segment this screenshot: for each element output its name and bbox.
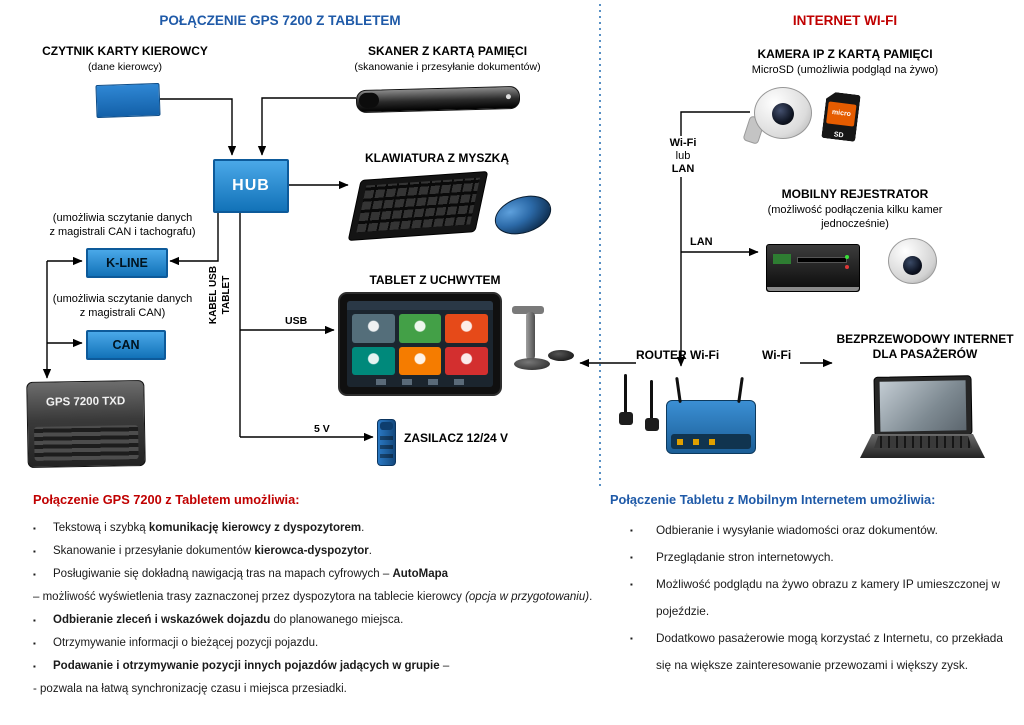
wifi-label: Wi-Fi bbox=[762, 348, 792, 362]
keyboard-title: KLAWIATURA Z MYSZKĄ bbox=[365, 151, 509, 165]
power-adapter-image bbox=[377, 419, 396, 466]
list-item: ▪Odbieranie i wysyłanie wiadomości oraz … bbox=[630, 517, 1008, 544]
list-item: ▪Możliwość podglądu na żywo obrazu z kam… bbox=[630, 571, 1008, 625]
ip-camera-subtitle: MicroSD (umożliwia podgląd na żywo) bbox=[751, 64, 939, 76]
list-item: ▪Tekstową i szybką komunikację kierowcy … bbox=[33, 517, 618, 540]
card-reader-title: CZYTNIK KARTY KIEROWCY bbox=[42, 44, 208, 58]
wifi-or-lan-label: Wi-Fi lub LAN bbox=[658, 136, 708, 177]
gps-device-image: GPS 7200 TXD bbox=[26, 379, 146, 469]
bottom-left-heading: Połączenie GPS 7200 z Tabletem umożliwia… bbox=[33, 492, 300, 507]
passenger-internet-title: BEZPRZEWODOWY INTERNET DLA PASAŻERÓW bbox=[836, 332, 1014, 361]
tablet-holder-image bbox=[506, 306, 576, 372]
card-reader-subtitle: (dane kierowcy) bbox=[87, 61, 163, 73]
router-image bbox=[616, 372, 756, 467]
dome-camera-image bbox=[888, 238, 937, 284]
list-item: ▪Otrzymywanie informacji o bieżącej pozy… bbox=[33, 632, 618, 655]
bullet-icon: ▪ bbox=[630, 634, 633, 643]
hub-box: HUB bbox=[213, 159, 289, 213]
keyboard-image bbox=[347, 171, 489, 241]
list-item: - pozwala na łatwą synchronizację czasu … bbox=[33, 683, 347, 695]
tablet-title: TABLET Z UCHWYTEM bbox=[369, 273, 501, 287]
usb-cable-label: KABEL USB TABLET bbox=[208, 265, 232, 325]
bullet-icon: ▪ bbox=[33, 639, 36, 648]
list-item: – możliwość wyświetlenia trasy zaznaczon… bbox=[33, 591, 593, 603]
dvr-subtitle: (możliwość podłączenia kilku kamer jedno… bbox=[767, 204, 943, 230]
ip-camera-image bbox=[742, 87, 816, 145]
list-item: ▪Dodatkowo pasażerowie mogą korzystać z … bbox=[630, 625, 1008, 679]
left-section-title: POŁĄCZENIE GPS 7200 Z TABLETEM bbox=[159, 13, 401, 28]
ip-camera-title: KAMERA IP Z KARTĄ PAMIĘCI bbox=[757, 47, 933, 61]
card-reader-image bbox=[95, 82, 161, 119]
tablet-image bbox=[338, 292, 502, 396]
bullet-icon: ▪ bbox=[33, 524, 36, 533]
dvr-image bbox=[766, 244, 860, 292]
microsd-label: micro SD bbox=[826, 101, 856, 126]
bullet-icon: ▪ bbox=[630, 526, 633, 535]
bullet-icon: ▪ bbox=[33, 662, 36, 671]
lan-label: LAN bbox=[690, 236, 713, 248]
list-item: ▪Posługiwanie się dokładną nawigacją tra… bbox=[33, 563, 618, 586]
gps-device-label: GPS 7200 TXD bbox=[45, 395, 126, 409]
kline-note: (umożliwia sczytanie danych z magistrali… bbox=[52, 293, 193, 319]
power-adapter-label: ZASILACZ 12/24 V bbox=[404, 431, 509, 445]
list-item: ▪Przeglądanie stron internetowych. bbox=[630, 544, 1008, 571]
right-section-title: INTERNET WI-FI bbox=[792, 13, 898, 28]
dvr-title: MOBILNY REJESTRATOR bbox=[781, 187, 929, 201]
list-item: ▪Skanowanie i przesyłanie dokumentów kie… bbox=[33, 540, 618, 563]
gps-benefits-list: ▪Tekstową i szybką komunikację kierowcy … bbox=[33, 517, 618, 701]
internet-benefits-list: ▪Odbieranie i wysyłanie wiadomości oraz … bbox=[630, 517, 1008, 679]
bullet-icon: ▪ bbox=[33, 616, 36, 625]
hub-note: (umożliwia sczytanie danych z magistrali… bbox=[49, 212, 196, 238]
laptop-image bbox=[860, 375, 985, 464]
router-label: ROUTER Wi-Fi bbox=[636, 348, 720, 362]
microsd-card-image: micro SD bbox=[821, 91, 860, 142]
usb-label: USB bbox=[285, 315, 308, 327]
5v-label: 5 V bbox=[314, 423, 330, 435]
bullet-icon: ▪ bbox=[630, 580, 633, 589]
scanner-subtitle: (skanowanie i przesyłanie dokumentów) bbox=[354, 61, 541, 73]
bullet-icon: ▪ bbox=[33, 547, 36, 556]
kline-box: K-LINE bbox=[86, 248, 168, 278]
bullet-icon: ▪ bbox=[33, 570, 36, 579]
mouse-image bbox=[489, 188, 557, 242]
can-box: CAN bbox=[86, 330, 166, 360]
scanner-title: SKANER Z KARTĄ PAMIĘCI bbox=[367, 44, 528, 58]
bottom-right-heading: Połączenie Tabletu z Mobilnym Internetem… bbox=[610, 492, 936, 507]
scanner-image bbox=[355, 85, 521, 114]
list-item: ▪Podawanie i otrzymywanie pozycji innych… bbox=[33, 655, 618, 678]
bullet-icon: ▪ bbox=[630, 553, 633, 562]
list-item: ▪Odbieranie zleceń i wskazówek dojazdu d… bbox=[33, 609, 618, 632]
